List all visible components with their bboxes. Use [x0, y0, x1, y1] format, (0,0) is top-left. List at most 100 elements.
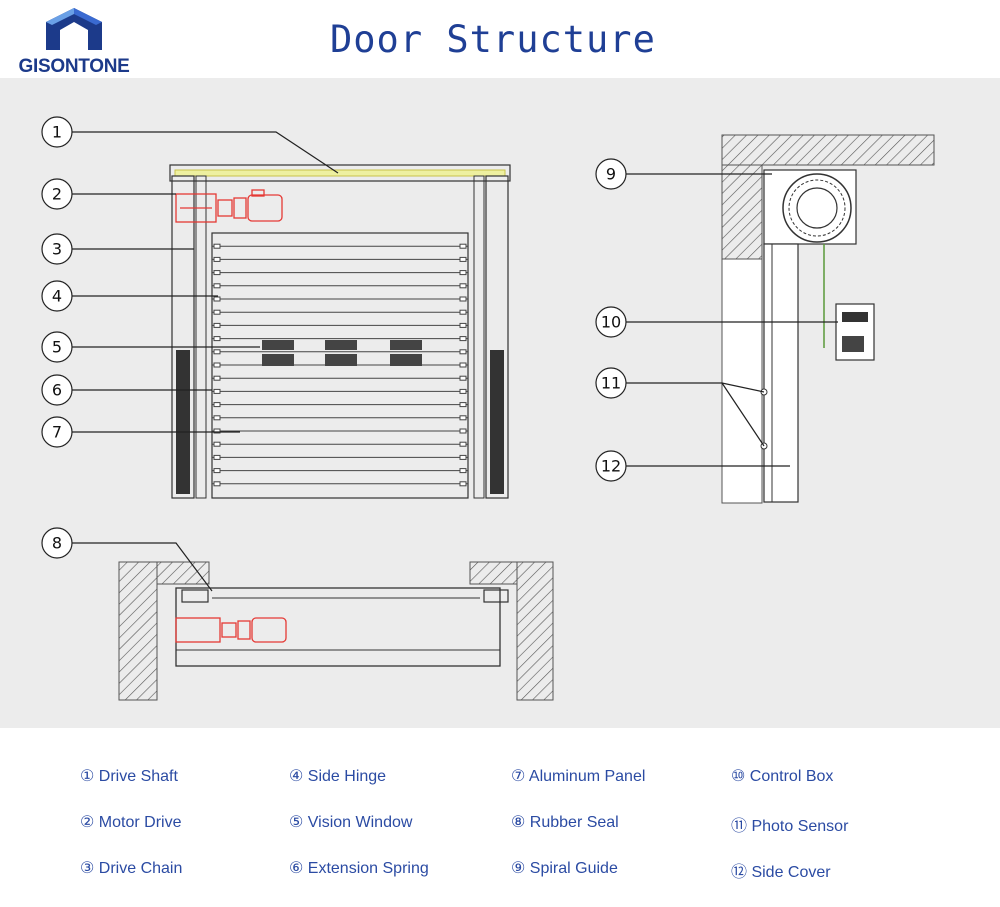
spiral-guide-outer	[782, 173, 852, 243]
side-hinge	[213, 283, 221, 289]
legend-item-control-box: ⑩ Control Box	[731, 768, 834, 785]
legend: ① Drive Shaft ② Motor Drive ③ Drive Chai…	[0, 728, 1000, 907]
plan-frame	[175, 587, 501, 667]
left-extension-spring	[176, 350, 190, 494]
legend-item-side-cover: ⑫ Side Cover	[731, 864, 831, 881]
side-hinge	[213, 428, 221, 434]
front-view	[169, 164, 511, 499]
side-hinge	[213, 402, 221, 408]
side-hinge	[213, 336, 221, 342]
callout-6: 6	[41, 374, 73, 406]
callout-2: 2	[41, 178, 73, 210]
side-hinge	[213, 388, 221, 394]
vision-windows	[262, 340, 422, 366]
legend-item-photo-sensor: ⑪ Photo Sensor	[731, 818, 849, 835]
callout-3: 3	[41, 233, 73, 265]
svg-text:10: 10	[601, 313, 621, 332]
svg-text:6: 6	[52, 381, 62, 400]
legend-item-motor-drive: ② Motor Drive	[80, 814, 182, 831]
right-extension-spring	[490, 350, 504, 494]
left-column	[171, 175, 195, 499]
legend-item-rubber-seal: ⑧ Rubber Seal	[511, 814, 619, 831]
side-hinge	[459, 402, 467, 408]
side-hinge	[213, 296, 221, 302]
svg-text:8: 8	[52, 534, 62, 553]
page-title: Door Structure	[330, 18, 656, 61]
header-frame	[169, 164, 511, 182]
callout-7: 7	[41, 416, 73, 448]
side-hinge	[459, 441, 467, 447]
drive-shaft	[174, 169, 506, 177]
svg-text:3: 3	[52, 240, 62, 259]
leader-lines	[72, 131, 838, 592]
side-hinge	[213, 481, 221, 487]
legend-item-aluminum-panel: ⑦ Aluminum Panel	[511, 768, 646, 785]
legend-item-vision-window: ⑤ Vision Window	[289, 814, 413, 831]
side-hinge	[459, 415, 467, 421]
logo-text: GISONTONE	[18, 56, 130, 77]
legend-item-drive-chain: ③ Drive Chain	[80, 860, 183, 877]
svg-text:11: 11	[601, 374, 621, 393]
side-hinge	[459, 296, 467, 302]
svg-text:9: 9	[606, 165, 616, 184]
callout-9: 9	[595, 158, 627, 190]
callout-11: 11	[595, 367, 627, 399]
motor-drive	[175, 189, 283, 223]
callout-1: 1	[41, 116, 73, 148]
svg-text:1: 1	[52, 123, 62, 142]
legend-item-extension-spring: ⑥ Extension Spring	[289, 860, 429, 877]
side-hinge	[459, 468, 467, 474]
plan-view	[118, 561, 554, 701]
side-hinge	[459, 322, 467, 328]
side-hinge	[459, 309, 467, 315]
door-structure-diagram: 1 2 3 4 5 6 7 8 9 10 11 12	[41, 116, 935, 701]
svg-text:4: 4	[52, 287, 62, 306]
callout-10: 10	[595, 306, 627, 338]
callouts: 1 2 3 4 5 6 7 8 9 10 11 12	[41, 116, 627, 559]
rubber-seal-right	[483, 589, 509, 603]
side-hinge	[213, 362, 221, 368]
side-hinge	[213, 468, 221, 474]
side-hinge	[459, 428, 467, 434]
side-hinge	[459, 454, 467, 460]
diagram-area: 1 2 3 4 5 6 7 8 9 10 11 12	[0, 78, 1000, 728]
side-hinge	[459, 349, 467, 355]
side-hinge	[459, 481, 467, 487]
logo-mark-icon	[46, 8, 102, 50]
side-hinge	[459, 243, 467, 249]
left-guide-rail	[195, 175, 207, 499]
plan-motor-drive	[175, 617, 287, 643]
svg-text:12: 12	[601, 457, 621, 476]
side-hinge	[213, 349, 221, 355]
legend-item-side-hinge: ④ Side Hinge	[289, 768, 387, 785]
aluminum-panels	[212, 243, 468, 487]
rubber-seal-left	[181, 589, 209, 603]
side-hinge	[213, 243, 221, 249]
side-hinge	[213, 322, 221, 328]
side-hinge	[213, 256, 221, 262]
right-guide-rail	[473, 175, 485, 499]
side-hinge	[213, 454, 221, 460]
side-hinge	[459, 375, 467, 381]
side-hinge	[459, 283, 467, 289]
side-hinge	[459, 270, 467, 276]
svg-text:7: 7	[52, 423, 62, 442]
brand-logo: GISONTONE	[18, 4, 130, 84]
side-hinge	[213, 309, 221, 315]
callout-12: 12	[595, 450, 627, 482]
legend-item-drive-shaft: ① Drive Shaft	[80, 768, 178, 785]
side-hinge	[213, 441, 221, 447]
callout-4: 4	[41, 280, 73, 312]
side-hinge	[213, 270, 221, 276]
side-hinge	[459, 362, 467, 368]
side-hinge	[459, 336, 467, 342]
legend-item-spiral-guide: ⑨ Spiral Guide	[511, 860, 618, 877]
side-hinge	[213, 415, 221, 421]
side-hinge	[459, 388, 467, 394]
side-hinge	[213, 375, 221, 381]
callout-5: 5	[41, 331, 73, 363]
svg-text:5: 5	[52, 338, 62, 357]
side-hinge	[459, 256, 467, 262]
right-column	[485, 175, 509, 499]
